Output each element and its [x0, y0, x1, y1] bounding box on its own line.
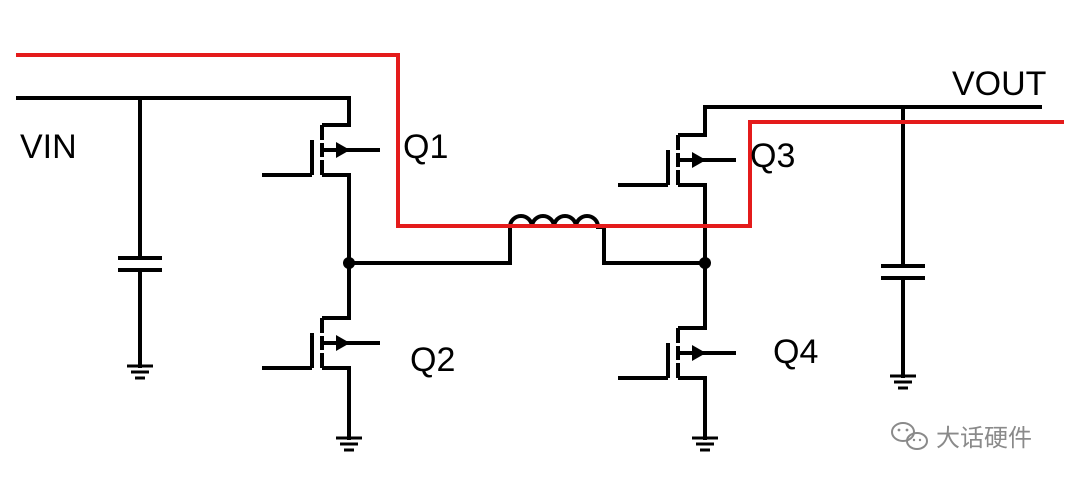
current-path-line — [16, 53, 1064, 228]
q4-label: Q4 — [773, 333, 818, 371]
vin-rail-wire — [16, 96, 351, 127]
left-junction-dot — [343, 257, 355, 269]
vout-label: VOUT — [952, 65, 1046, 103]
q3-label: Q3 — [750, 137, 795, 175]
watermark: 大话硬件 — [891, 422, 1032, 452]
q2-label: Q2 — [410, 341, 455, 379]
wechat-icon — [891, 422, 928, 450]
q1-label: Q1 — [403, 128, 448, 166]
input-capacitor — [118, 256, 162, 272]
output-capacitor — [881, 264, 925, 280]
left-switch-node-wire — [347, 225, 512, 265]
wires — [16, 96, 1042, 440]
right-switch-node-wire — [602, 225, 707, 265]
right-junction-dot — [699, 257, 711, 269]
mosfet-q1 — [262, 123, 380, 177]
watermark-text: 大话硬件 — [936, 424, 1032, 452]
ground-symbol — [127, 364, 153, 380]
ground-symbol — [890, 374, 916, 390]
mosfet-q4 — [618, 326, 736, 380]
vin-label: VIN — [20, 128, 77, 166]
mosfet-q3 — [618, 133, 736, 187]
ground-symbol — [336, 436, 362, 452]
mosfet-q2 — [262, 316, 380, 370]
vout-rail-wire — [703, 105, 1042, 137]
ground-symbol — [692, 436, 718, 452]
